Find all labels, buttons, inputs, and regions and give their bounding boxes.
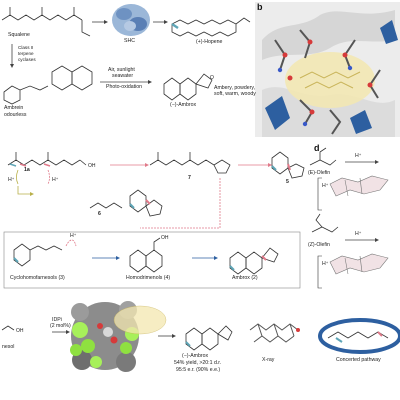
substrate-1a-label: 1a (24, 167, 30, 173)
conditions-line-2: seawater (112, 73, 134, 79)
catalyst-line-2: (2 mol%) (50, 323, 71, 329)
compound-5-label: 5 (286, 179, 289, 185)
ambrox-e-structure (185, 325, 233, 351)
proton-2-label: H⁺ (52, 177, 59, 183)
compound-5-structure (271, 151, 305, 179)
proton-1-label: H⁺ (8, 177, 15, 183)
homodrimenol-structure: OH (129, 235, 169, 273)
protein-structure-image (255, 2, 400, 137)
proton-bottom-2-label: H⁺ (322, 261, 329, 267)
cyclohomofarnesol-label: Cyclohomofarnesols (3) (10, 275, 65, 281)
xray-label: X-ray (262, 357, 275, 363)
ambrox-2-label: Ambrox (2) (232, 275, 258, 281)
compound-7-structure (149, 152, 231, 174)
compound-6-label: 6 (98, 211, 101, 217)
farnesol-label: nesol (2, 344, 15, 350)
compound-7-label: 7 (188, 175, 191, 181)
z-olefin-label: (Z)-Olefin (308, 242, 330, 248)
stats-line-2: 95:5 e.r. (90% e.e.) (176, 367, 221, 373)
shc-arrow (92, 20, 108, 24)
photo-arrow (100, 80, 152, 84)
panel-b-label: b (257, 2, 263, 12)
ambrox-a-label: (−)-Ambrox (170, 102, 197, 108)
homodrimenol-label: Homodrimenols (4) (126, 275, 171, 281)
conditions-line-1: Air, sunlight (108, 67, 135, 73)
svg-text:OH: OH (88, 163, 96, 169)
e-chair-transition-state (329, 175, 389, 197)
cyclase-line-3: cyclases (18, 57, 36, 62)
hopene-label: (+)-Hopene (196, 39, 223, 45)
cyclase-line-1: Class II (18, 45, 34, 50)
shc-arrow-2 (153, 20, 168, 24)
squalene-label: Squalene (8, 32, 30, 38)
z-olefin-structure (311, 213, 339, 233)
stats-line-1: 54% yield, >20:1 d.r. (174, 360, 222, 366)
proton-mid-label: H⁺ (322, 183, 329, 189)
ambrein-label: Ambrein (4, 105, 24, 111)
svg-text:O: O (210, 75, 214, 81)
hopene-structure (171, 17, 251, 37)
proton-bottom-label: H⁺ (355, 231, 362, 237)
ambrein-structure (3, 65, 93, 105)
xray-structure-image (249, 323, 300, 343)
concerted-pathway-label: Concerted pathway (336, 357, 381, 363)
ambrox-e-label: (−)-Ambrox (182, 353, 209, 359)
cascade-box (3, 231, 301, 289)
proton-3-label: H⁺ (70, 233, 77, 239)
ambrox-a-structure: O (163, 73, 214, 101)
smell-line-1: Ambery, powdery, (214, 85, 256, 91)
arrow-to-6 (17, 186, 30, 195)
photo-oxidation-label: Photo-oxidation (106, 84, 143, 90)
smell-line-2: soft, warm, woody (214, 91, 256, 97)
svg-text:OH: OH (16, 328, 24, 334)
odourless-label: odourless (4, 112, 27, 118)
z-chair-transition-state (329, 253, 389, 275)
shc-protein-image (112, 4, 150, 36)
dashed-connector (140, 178, 221, 229)
proton-arrow-1 (16, 169, 19, 185)
proton-top-label: H⁺ (355, 153, 362, 159)
compound-6-structure (89, 189, 163, 217)
proton-arrow-2 (47, 169, 50, 185)
farnesol-fragment: OH (1, 325, 24, 334)
ambrox-2-structure (229, 247, 279, 275)
substrate-1a-structure: OH (7, 152, 96, 169)
shc-label: SHC (124, 38, 135, 44)
svg-text:OH: OH (161, 235, 169, 241)
concerted-pathway-image (318, 318, 400, 354)
e-olefin-structure (309, 147, 337, 166)
panel-d-label: d (314, 143, 320, 153)
e-olefin-label: (E)-Olefin (308, 170, 331, 176)
catalyst-space-filling-model (70, 301, 167, 372)
cyclohomofarnesol-structure (13, 239, 77, 267)
catalyst-line-1: IDPi (52, 317, 62, 323)
squalene-structure (1, 7, 91, 37)
cyclase-line-2: terpene (18, 51, 34, 56)
